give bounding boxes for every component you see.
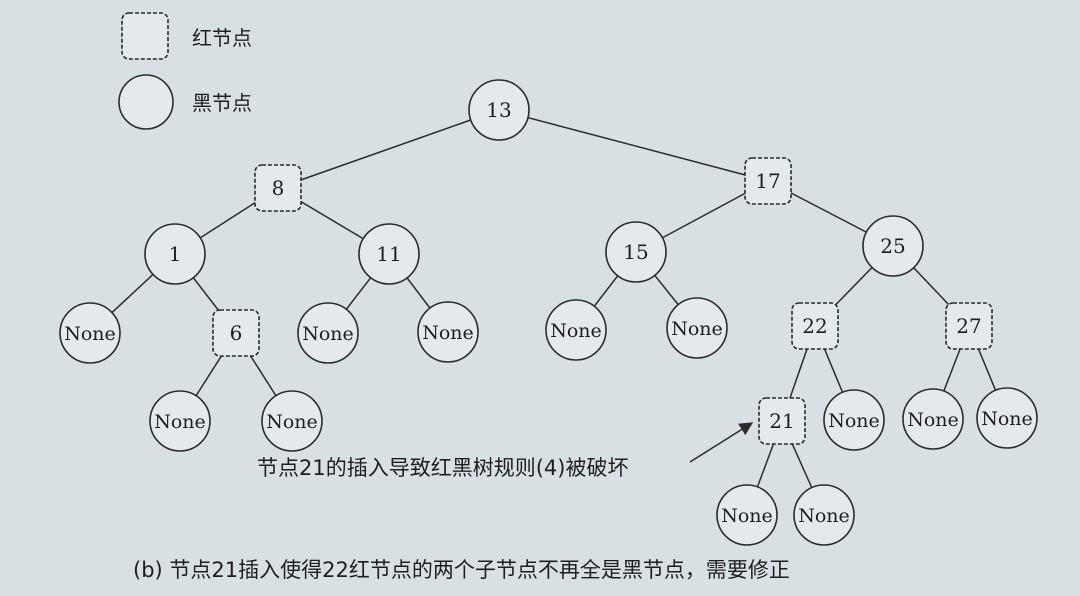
annotation-arrow <box>689 422 754 463</box>
tree-node-nl15a: None <box>545 299 607 361</box>
node-label: 15 <box>623 240 648 264</box>
tree-node-nl11a: None <box>297 302 359 364</box>
tree-node-n27: 27 <box>945 302 993 350</box>
legend: 红节点 黑节点 <box>118 12 252 130</box>
legend-black-node-swatch <box>118 74 174 130</box>
tree-node-n11: 11 <box>358 223 420 285</box>
black-node-shape <box>545 299 607 361</box>
edge-n13-n8 <box>277 109 500 189</box>
node-label: None <box>671 318 723 340</box>
red-node-shape <box>945 302 993 350</box>
tree-node-n15: 15 <box>605 221 667 283</box>
tree-node-n8: 8 <box>254 164 302 212</box>
tree-node-nl27a: None <box>902 388 964 450</box>
tree-node-nl15b: None <box>666 297 728 359</box>
tree-node-n17: 17 <box>744 157 792 205</box>
tree-node-n1: 1 <box>144 223 206 285</box>
node-label: None <box>907 409 959 431</box>
tree-node-n21: 21 <box>758 397 806 445</box>
node-label: None <box>981 408 1033 430</box>
red-node-shape <box>758 397 806 445</box>
black-node-shape <box>823 389 885 451</box>
node-label: None <box>422 322 474 344</box>
black-node-shape <box>666 297 728 359</box>
node-label: 21 <box>769 409 794 433</box>
tree-node-n22: 22 <box>791 302 839 350</box>
black-node-shape <box>976 387 1038 449</box>
tree-node-n13: 13 <box>468 79 530 141</box>
black-node-shape <box>59 302 121 364</box>
annotation: 节点21的插入导致红黑树规则(4)被破坏 <box>257 422 754 480</box>
black-node-shape <box>144 223 206 285</box>
black-node-shape <box>902 388 964 450</box>
node-label: None <box>550 320 602 342</box>
node-label: None <box>828 410 880 432</box>
black-node-shape <box>793 484 855 546</box>
black-node-shape <box>297 302 359 364</box>
node-label: None <box>64 323 116 345</box>
tree-node-nl21a: None <box>716 484 778 546</box>
figure-caption: (b) 节点21插入使得22红节点的两个子节点不再全是黑节点，需要修正 <box>133 558 790 582</box>
tree-node-nl27b: None <box>976 387 1038 449</box>
black-node-shape <box>358 223 420 285</box>
tree-node-nl11b: None <box>417 301 479 363</box>
node-label: 1 <box>169 242 182 266</box>
tree-node-nl21b: None <box>793 484 855 546</box>
legend-red-node-swatch <box>121 12 169 60</box>
red-node-shape <box>212 309 260 357</box>
legend-black-label: 黑节点 <box>192 91 252 115</box>
black-node-shape <box>468 79 530 141</box>
node-label: 13 <box>486 98 511 122</box>
node-label: 11 <box>376 242 401 266</box>
tree-node-n25: 25 <box>862 215 924 277</box>
red-node-shape <box>744 157 792 205</box>
red-node-shape <box>254 164 302 212</box>
black-node-shape <box>149 390 211 452</box>
node-label: None <box>798 505 850 527</box>
tree-node-n6: 6 <box>212 309 260 357</box>
edge-n13-n17 <box>498 109 769 182</box>
black-node-shape <box>862 215 924 277</box>
tree-node-nl22: None <box>823 389 885 451</box>
black-node-shape <box>417 301 479 363</box>
tree-node-nl6a: None <box>149 390 211 452</box>
node-label: 17 <box>755 169 780 193</box>
red-node-shape <box>791 302 839 350</box>
node-label: 27 <box>956 314 981 338</box>
node-label: None <box>721 505 773 527</box>
node-label: None <box>154 411 206 433</box>
legend-red-label: 红节点 <box>192 26 252 50</box>
tree-node-nl6b: None <box>261 390 323 452</box>
node-label: 8 <box>272 176 285 200</box>
node-label: None <box>266 411 318 433</box>
black-node-shape <box>716 484 778 546</box>
annotation-text: 节点21的插入导致红黑树规则(4)被破坏 <box>257 456 628 480</box>
black-node-shape <box>261 390 323 452</box>
black-node-shape <box>605 221 667 283</box>
node-label: 22 <box>802 314 827 338</box>
tree-node-nl1: None <box>59 302 121 364</box>
node-label: 25 <box>880 234 905 258</box>
node-label: 6 <box>230 321 243 345</box>
node-label: None <box>302 323 354 345</box>
